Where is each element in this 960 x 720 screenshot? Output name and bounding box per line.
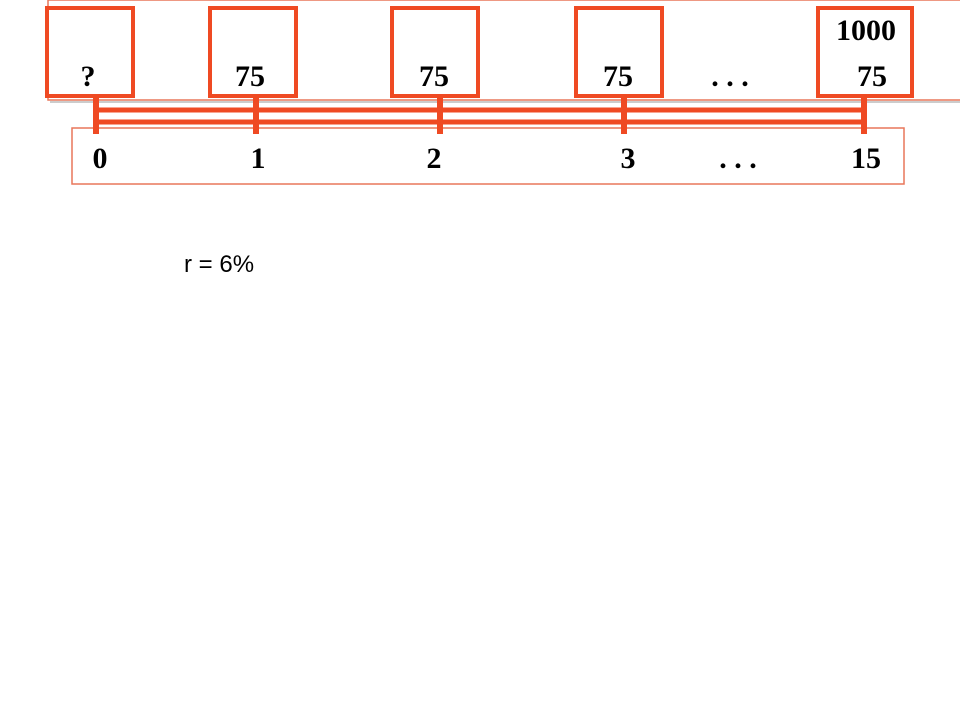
- period-label-0: 0: [93, 142, 108, 175]
- cash-flow-value-0: ?: [81, 60, 96, 93]
- cash-flow-value-3: 75: [603, 60, 633, 93]
- period-label-2: 2: [427, 142, 442, 175]
- cash-flow-box-2: [390, 6, 480, 98]
- cash-flow-frame: [47, 0, 960, 101]
- discount-rate-label: r = 6%: [184, 251, 254, 278]
- cash-flow-box-3: [574, 6, 664, 98]
- cash-flow-ellipsis: . . .: [711, 60, 749, 93]
- period-label-3: 3: [621, 142, 636, 175]
- period-frame: [71, 127, 905, 185]
- cash-flow-value-2: 75: [419, 60, 449, 93]
- period-label-1: 1: [251, 142, 266, 175]
- cash-flow-value-1: 75: [235, 60, 265, 93]
- cash-flow-value-4: 75: [857, 60, 887, 93]
- period-ellipsis: . . .: [719, 142, 757, 175]
- cash-flow-box-0: [45, 6, 135, 98]
- cash-flow-face-value: 1000: [836, 14, 896, 47]
- period-label-15: 15: [851, 142, 881, 175]
